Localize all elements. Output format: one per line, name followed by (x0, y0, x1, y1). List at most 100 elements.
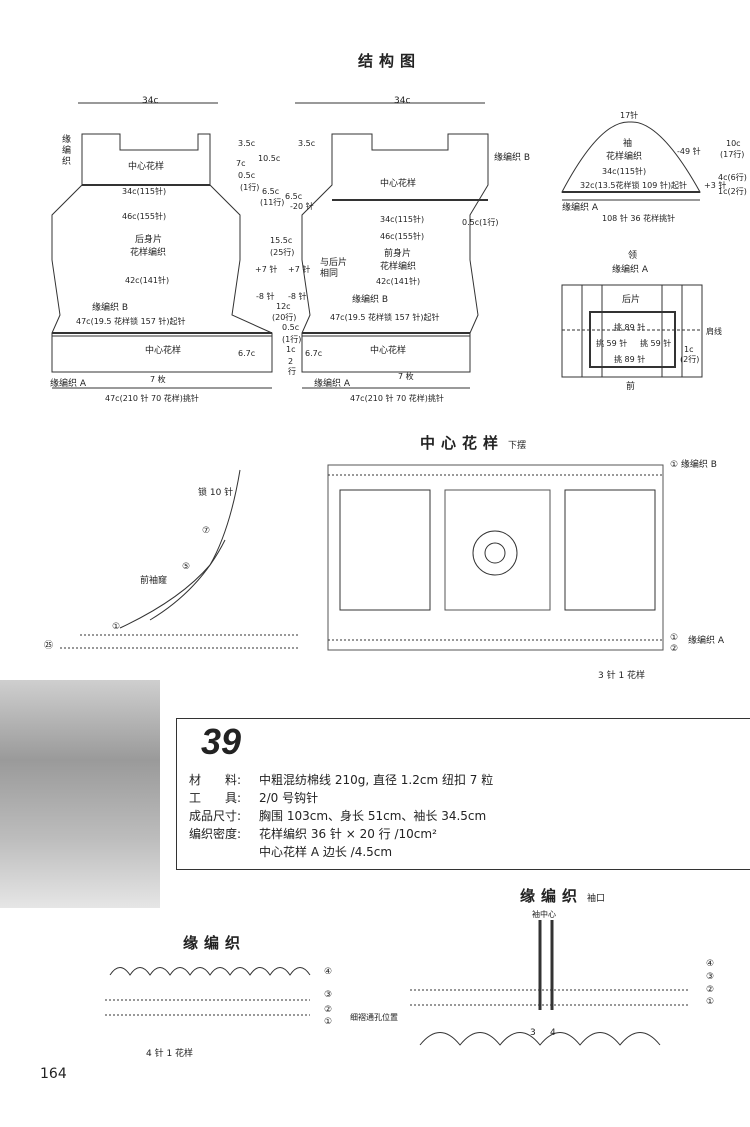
edging-right-n3: 3 (530, 1028, 536, 1038)
sleeve-chart-r7: ⑦ (202, 526, 211, 536)
edging-right-r1: ① (706, 997, 715, 1007)
back-center-band: 中心花样 (128, 162, 165, 172)
front-count: 7 枚 (398, 372, 414, 381)
edging-left-r4: ④ (324, 967, 333, 977)
back-bottom: 47c(210 针 70 花样)挑针 (105, 394, 199, 403)
sleeve-name1: 袖 (623, 139, 633, 149)
neck-title2: 缘编织 A (612, 265, 649, 275)
dim-7: 6.5c (262, 187, 280, 196)
model-photo (0, 680, 160, 908)
dim-11: 15.5c (270, 236, 293, 245)
center-chart-r2: ② (670, 644, 679, 654)
spec-size: 成品尺寸:胸围 103cm、身长 51cm、袖长 34.5cm (189, 809, 487, 823)
edging-left-r3: ③ (324, 990, 333, 1000)
back-row3: 42c(141针) (125, 276, 170, 285)
edging-right-center: 袖中心 (532, 910, 556, 919)
front-row2: 46c(155针) (380, 232, 425, 241)
front-name2: 花样编织 (380, 262, 417, 272)
dim-4: 0.5c (238, 171, 256, 180)
dim-12: (25行) (270, 248, 295, 257)
back-count: 7 枚 (150, 375, 166, 384)
dim-22: 2 (288, 357, 294, 366)
dim-15: -8 针 (256, 292, 275, 301)
neck-pick4: 挑 89 针 (614, 355, 646, 364)
dim-3: 7c (236, 159, 246, 168)
sleeve-chart-label: 前袖窿 (140, 576, 168, 586)
sleeve-inc: +3 针 (704, 181, 727, 190)
front-edge-a: 缘编织 A (314, 379, 351, 389)
sleeve-h2: (17行) (720, 150, 745, 159)
front-cast-on: 47c(19.5 花样锁 157 针)起针 (330, 313, 440, 322)
dim-14: +7 针 (288, 265, 311, 274)
dim-10: -20 针 (290, 202, 314, 211)
back-name2: 花样编织 (130, 248, 167, 258)
dim-9: 6.5c (285, 192, 303, 201)
sleeve-edge-a: 缘编织 A (562, 203, 599, 213)
structure-title: 结构图 (358, 52, 422, 70)
pattern-number: 39 (201, 721, 242, 762)
back-row1: 34c(115针) (122, 187, 167, 196)
spec-gauge: 编织密度:花样编织 36 针 × 20 行 /10cm² (189, 827, 437, 841)
front-bottom: 47c(210 针 70 花样)挑针 (350, 394, 444, 403)
sleeve-h1: 10c (726, 139, 741, 148)
neck-front: 前 (626, 382, 636, 392)
dim-20: (1行) (282, 335, 302, 344)
front-row3: 42c(141针) (376, 277, 421, 286)
edging-right-gap: 细褶通孔位置 (350, 1013, 398, 1022)
neck-rows2: (2行) (680, 355, 700, 364)
front-edge-label: 缘编织 B (494, 153, 531, 163)
back-edge-label: 缘 编 织 (62, 135, 72, 167)
back-hem-band: 中心花样 (145, 346, 182, 356)
spec-gauge2: 中心花样 A 边长 /4.5cm (259, 845, 393, 859)
edging-right-n4: 4 (550, 1028, 556, 1038)
spec-material: 材 料:中粗混纺棉线 210g, 直径 1.2cm 纽扣 7 粒 (189, 773, 494, 787)
page-number: 164 (40, 1066, 67, 1082)
neck-pick3: 挑 59 针 (640, 339, 672, 348)
back-hem-height: 6.7c (238, 349, 256, 358)
edging-left-title: 缘编织 (183, 934, 247, 952)
sleeve-chart-chain: 锁 10 针 (198, 488, 234, 498)
back-width-top: 34c (142, 96, 159, 106)
sleeve-name2: 花样编织 (606, 152, 643, 162)
front-width-top: 34c (394, 96, 411, 106)
center-motif-title: 中心花样下摆 (420, 434, 527, 452)
sleeve-h3: 4c(6行) (718, 173, 747, 182)
back-name1: 后身片 (135, 235, 163, 245)
back-row2: 46c(155针) (122, 212, 167, 221)
edging-right-r4: ④ (706, 959, 715, 969)
sleeve-cast-on: 32c(13.5花样锁 109 针)起针 (580, 181, 687, 190)
center-chart-edge-a: 缘编织 A (688, 636, 725, 646)
edging-right-r2: ② (706, 985, 715, 995)
sleeve-top: 17针 (620, 111, 639, 120)
front-center-band: 中心花样 (380, 179, 417, 189)
edging-left-r2: ② (324, 1005, 333, 1015)
sleeve-row1: 34c(115针) (602, 167, 647, 176)
dim-17: 12c (276, 302, 291, 311)
neck-pick1: 挑 89 针 (614, 323, 646, 332)
sleeve-bottom: 108 针 36 花样挑针 (602, 214, 676, 223)
front-name1: 前身片 (384, 249, 412, 259)
dim-19: 0.5c (282, 323, 300, 332)
neck-pick2: 挑 59 针 (596, 339, 628, 348)
back-edge-a: 缘编织 A (50, 379, 87, 389)
dim-21: 1c (286, 345, 296, 354)
back-edge-b: 缘编织 B (92, 303, 129, 313)
specs-box: 39 材 料:中粗混纺棉线 210g, 直径 1.2cm 纽扣 7 粒 工 具:… (176, 718, 750, 870)
sleeve-dec: -49 针 (677, 147, 701, 156)
edging-right-title: 缘编织袖口 (520, 887, 606, 905)
edging-left-r1: ① (324, 1017, 333, 1027)
dim-5: (1行) (240, 183, 260, 192)
spec-tools: 工 具:2/0 号钩针 (189, 791, 319, 805)
neck-back: 后片 (622, 295, 641, 305)
edging-right-r3: ③ (706, 972, 715, 982)
front-edge-b: 缘编织 B (352, 295, 389, 305)
front-joined: 与后片 相同 (320, 258, 348, 279)
dim-16: -8 针 (288, 292, 307, 301)
neck-title1: 领 (628, 251, 638, 261)
neck-rows: 1c (684, 345, 694, 354)
edging-left-repeat: 4 针 1 花样 (146, 1049, 194, 1059)
front-hem-height: 6.7c (305, 349, 323, 358)
dim-6: 3.5c (298, 139, 316, 148)
dim-18: (20行) (272, 313, 297, 322)
